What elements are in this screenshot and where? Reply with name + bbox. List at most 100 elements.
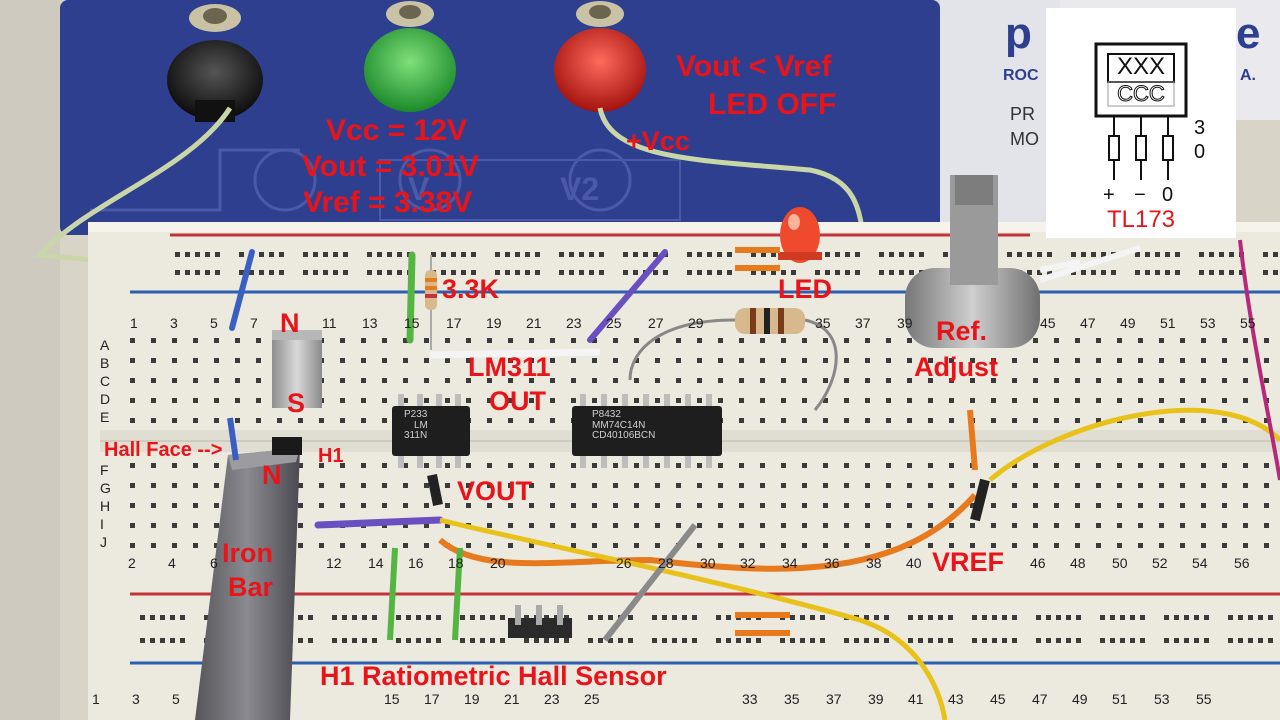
column-number: 25 <box>584 691 600 707</box>
column-number: 55 <box>1196 691 1212 707</box>
tl173-inset: XXX CCC 3 0 + − 0 TL173 <box>1046 8 1236 238</box>
column-number: 47 <box>1032 691 1048 707</box>
column-number: 2 <box>128 555 136 571</box>
column-number: 20 <box>490 555 506 571</box>
column-number: 46 <box>1030 555 1046 571</box>
column-number: 21 <box>526 315 542 331</box>
column-number: 47 <box>1080 315 1096 331</box>
row-letter: F <box>100 462 109 478</box>
svg-text:0: 0 <box>1194 141 1205 163</box>
svg-text:V2: V2 <box>560 171 599 207</box>
column-number: 11 <box>322 315 337 331</box>
label-adjust: Adjust <box>914 352 998 382</box>
column-number: 23 <box>566 315 582 331</box>
column-number: 39 <box>868 691 884 707</box>
label-north-top: N <box>280 308 300 338</box>
column-number: 26 <box>616 555 632 571</box>
label-iron: Iron <box>222 538 273 568</box>
column-number: 19 <box>486 315 502 331</box>
row-letter: I <box>100 516 104 532</box>
column-number: 39 <box>897 315 913 331</box>
label-hall-face: Hall Face --> <box>104 439 223 461</box>
column-number: 53 <box>1200 315 1216 331</box>
column-number: 1 <box>130 315 138 331</box>
svg-text:A.: A. <box>1240 67 1256 84</box>
label-led: LED <box>778 274 832 304</box>
column-number: 35 <box>784 691 800 707</box>
column-number: 49 <box>1072 691 1088 707</box>
column-number: 38 <box>866 555 882 571</box>
svg-text:−: − <box>1134 184 1146 206</box>
label-lm311: LM311 <box>468 352 551 382</box>
column-number: 36 <box>824 555 840 571</box>
column-number: 49 <box>1120 315 1136 331</box>
cd40106-marking: P8432 MM74C14N CD40106BCN <box>592 409 656 441</box>
column-number: 27 <box>648 315 664 331</box>
column-number: 37 <box>855 315 871 331</box>
iron-bar <box>195 448 300 720</box>
column-number: 32 <box>740 555 756 571</box>
svg-text:+: + <box>1103 184 1115 206</box>
svg-text:MO: MO <box>1010 129 1039 149</box>
row-letter: G <box>100 480 111 496</box>
column-number: 35 <box>815 315 831 331</box>
potentiometer <box>905 268 1040 348</box>
label-ref: Ref. <box>936 316 988 346</box>
column-number: 34 <box>782 555 798 571</box>
label-north-bar: N <box>262 460 282 490</box>
column-number: 5 <box>172 691 180 707</box>
label-sensor-caption: H1 Ratiometric Hall Sensor <box>320 661 667 691</box>
svg-text:3: 3 <box>1194 117 1205 139</box>
row-letter: E <box>100 409 110 425</box>
row-letter: A <box>100 337 110 353</box>
svg-text:CCC: CCC <box>1117 81 1165 106</box>
label-h1: H1 <box>318 445 344 467</box>
column-number: 3 <box>170 315 178 331</box>
column-number: 3 <box>132 691 140 707</box>
column-number: 4 <box>168 555 176 571</box>
label-resistor: 3.3K <box>442 274 500 304</box>
column-number: 53 <box>1154 691 1170 707</box>
row-letter: B <box>100 355 110 371</box>
yellow-wire <box>439 517 948 720</box>
column-number: 56 <box>1234 555 1250 571</box>
lm311-marking: P233 LM 311N <box>404 409 428 441</box>
column-number: 52 <box>1152 555 1168 571</box>
column-number: 21 <box>504 691 520 707</box>
column-number: 29 <box>688 315 704 331</box>
label-vcc: Vcc = 12V <box>326 114 467 147</box>
row-letter: D <box>100 391 111 407</box>
column-number: 15 <box>404 315 420 331</box>
column-number: 16 <box>408 555 424 571</box>
column-number: 23 <box>544 691 560 707</box>
black-binding-post <box>167 40 263 120</box>
label-out: OUT <box>489 386 546 416</box>
green-binding-post <box>364 28 456 112</box>
label-led-off: LED OFF <box>708 88 837 121</box>
label-plus-vcc: +Vcc <box>626 126 690 156</box>
column-number: 5 <box>210 315 218 331</box>
column-number: 13 <box>362 315 378 331</box>
column-number: 41 <box>908 691 924 707</box>
column-number: 18 <box>448 555 464 571</box>
label-vout-value: Vout = 3.01V <box>302 150 480 183</box>
column-number: 45 <box>990 691 1006 707</box>
label-bar: Bar <box>228 572 274 602</box>
svg-text:e: e <box>1236 9 1260 58</box>
brand-logo: p <box>1005 9 1032 58</box>
column-number: 6 <box>210 555 218 571</box>
column-number: 45 <box>1040 315 1056 331</box>
row-letter: H <box>100 498 111 514</box>
magnet <box>272 330 322 408</box>
column-number: 7 <box>250 315 258 331</box>
column-number: 12 <box>326 555 342 571</box>
column-number: 51 <box>1160 315 1176 331</box>
column-number: 50 <box>1112 555 1128 571</box>
column-number: 51 <box>1112 691 1128 707</box>
svg-text:ROC: ROC <box>1003 67 1039 84</box>
svg-text:PR: PR <box>1010 104 1035 124</box>
lm311-chip <box>392 406 470 456</box>
label-vout-lt-vref: Vout < Vref <box>676 50 832 83</box>
label-vref-value: Vref = 3.38V <box>303 186 473 219</box>
